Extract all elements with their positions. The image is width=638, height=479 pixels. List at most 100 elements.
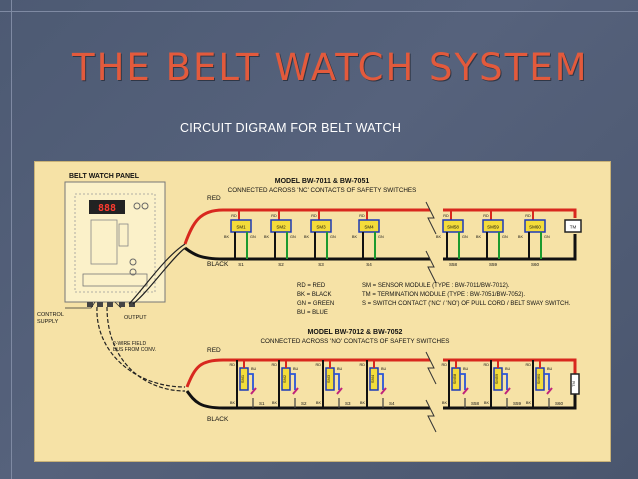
lower-connection: CONNECTED ACROSS 'NO' CONTACTS OF SAFETY… — [261, 338, 450, 345]
lower-red-wire-a — [185, 358, 430, 388]
lower-terminal-bu: BU — [293, 367, 299, 371]
field-bus-label: 2-WIRE FIELD BUS FROM CONV. — [113, 341, 156, 353]
upper-module-label: SM59 — [487, 225, 499, 230]
lower-switch-label: S60 — [555, 401, 564, 406]
panel-cable-gland — [107, 302, 113, 307]
lower-module-blue-lead — [502, 373, 508, 390]
upper-terminal-bk: BK — [518, 235, 524, 239]
upper-terminal-rd: RD — [231, 214, 237, 218]
upper-sensor-module — [442, 219, 464, 233]
lower-termination-module — [570, 373, 580, 395]
lower-terminal-bu: BU — [463, 367, 469, 371]
upper-terminal-rd: RD — [443, 214, 449, 218]
lower-switch-contact — [250, 387, 257, 395]
lower-switch-contact — [292, 387, 299, 395]
bus-wire-upper-a — [128, 243, 186, 305]
lower-terminal-bk: BK — [230, 401, 236, 405]
lower-terminal-rd: RD — [484, 363, 490, 367]
lower-terminal-bk: BK — [272, 401, 278, 405]
lower-terminal-rd: RD — [272, 363, 278, 367]
lower-terminal-rd: RD — [442, 363, 448, 367]
upper-module-label: SM4 — [364, 225, 374, 230]
upper-break-mark-lower — [425, 250, 437, 284]
upper-module-label: SM58 — [447, 225, 459, 230]
upper-terminal-rd: RD — [311, 214, 317, 218]
upper-module-label: SM1 — [236, 225, 246, 230]
upper-switch-label: S1 — [238, 262, 244, 267]
lower-terminal-rd: RD — [360, 363, 366, 367]
frame-line-left — [11, 0, 12, 479]
upper-terminal-bk: BK — [224, 235, 230, 239]
upper-terminal-gn: GN — [290, 235, 296, 239]
lower-switch-label: S58 — [471, 401, 480, 406]
legend-right-1: SM = SENSOR MODULE (TYPE : BW-7011/BW-70… — [362, 283, 510, 289]
lower-terminal-rd: RD — [526, 363, 532, 367]
upper-sensor-module — [270, 219, 292, 233]
lower-red-wire-b — [443, 358, 577, 374]
upper-model: MODEL BW-7011 & BW-7051 — [275, 178, 370, 185]
upper-terminal-bk: BK — [352, 235, 358, 239]
upper-switch-label: S3 — [318, 262, 324, 267]
lower-black-wire-b — [443, 394, 577, 410]
lower-terminal-bk: BK — [526, 401, 532, 405]
lower-terminal-bu: BU — [251, 367, 257, 371]
legend-right-3: S = SWITCH CONTACT ('NC' / 'NO') OF PULL… — [362, 301, 571, 307]
legend: RD = RED BK = BLACK GN = GREEN BU = BLUE… — [297, 283, 571, 316]
lower-terminal-bu: BU — [381, 367, 387, 371]
upper-red-wire-b — [443, 208, 577, 218]
upper-red-wire-a — [183, 208, 430, 245]
lower-terminal-bk: BK — [316, 401, 322, 405]
lower-switch-label: S59 — [513, 401, 522, 406]
upper-switch-label: S59 — [489, 262, 498, 267]
lower-switch-label: S1 — [259, 401, 265, 406]
upper-terminal-bk: BK — [476, 235, 482, 239]
upper-termination-module — [564, 219, 582, 233]
lower-break-mark-lower — [425, 399, 437, 433]
panel-title: BELT WATCH PANEL — [69, 173, 140, 180]
panel-switch-block — [118, 223, 129, 247]
lower-tm-label: TM — [571, 381, 576, 387]
slide-subtitle: CIRCUIT DIGRAM FOR BELT WATCH — [180, 121, 402, 135]
bus-wire-upper-b — [132, 247, 186, 305]
output-label: OUTPUT — [124, 315, 147, 321]
panel-cable-gland — [87, 302, 93, 307]
lower-red-label: RED — [207, 347, 221, 354]
upper-terminal-rd: RD — [525, 214, 531, 218]
lower-module-label: SM3 — [326, 374, 331, 383]
panel-cable-gland — [129, 302, 135, 307]
lower-module-label: SM2 — [282, 374, 287, 383]
upper-terminal-rd: RD — [271, 214, 277, 218]
lower-switch-contact — [546, 387, 553, 395]
upper-terminal-gn: GN — [250, 235, 256, 239]
lower-module-blue-lead — [378, 373, 384, 390]
panel-cable-glands — [87, 302, 135, 307]
upper-switch-label: S58 — [449, 262, 458, 267]
panel-terminal-strip — [82, 273, 148, 287]
panel-indicator-1 — [133, 202, 141, 210]
upper-black-label: BLACK — [207, 261, 229, 268]
upper-module-label: SM3 — [316, 225, 326, 230]
lower-module-blue-lead — [544, 373, 550, 390]
upper-red-label: RED — [207, 195, 221, 202]
frame-line-top — [0, 11, 638, 12]
upper-switch-label: S4 — [366, 262, 372, 267]
lower-module-label: SM4 — [370, 374, 375, 383]
panel-display-digits: 888 — [98, 203, 116, 214]
lower-module-label: SM58 — [452, 373, 457, 384]
upper-terminal-gn: GN — [462, 235, 468, 239]
legend-left-4: BU = BLUE — [297, 310, 328, 316]
upper-connection: CONNECTED ACROSS 'NC' CONTACTS OF SAFETY… — [228, 187, 417, 194]
upper-module-label: SM2 — [276, 225, 286, 230]
circuit-diagram: BELT WATCH PANEL 888 CONTROL SUPPLY OUTP… — [34, 161, 611, 462]
upper-sensor-module — [358, 219, 380, 233]
lower-switch-label: S2 — [301, 401, 307, 406]
lower-model: MODEL BW-7012 & BW-7052 — [308, 329, 403, 336]
upper-tm-label: TM — [570, 225, 577, 230]
upper-terminal-bk: BK — [436, 235, 442, 239]
circuit-svg: BELT WATCH PANEL 888 CONTROL SUPPLY OUTP… — [37, 173, 582, 433]
lower-terminal-rd: RD — [230, 363, 236, 367]
legend-right-2: TM = TERMINATION MODULE (TYPE : BW-7051/… — [362, 292, 525, 298]
lower-black-wire-a — [185, 390, 430, 410]
